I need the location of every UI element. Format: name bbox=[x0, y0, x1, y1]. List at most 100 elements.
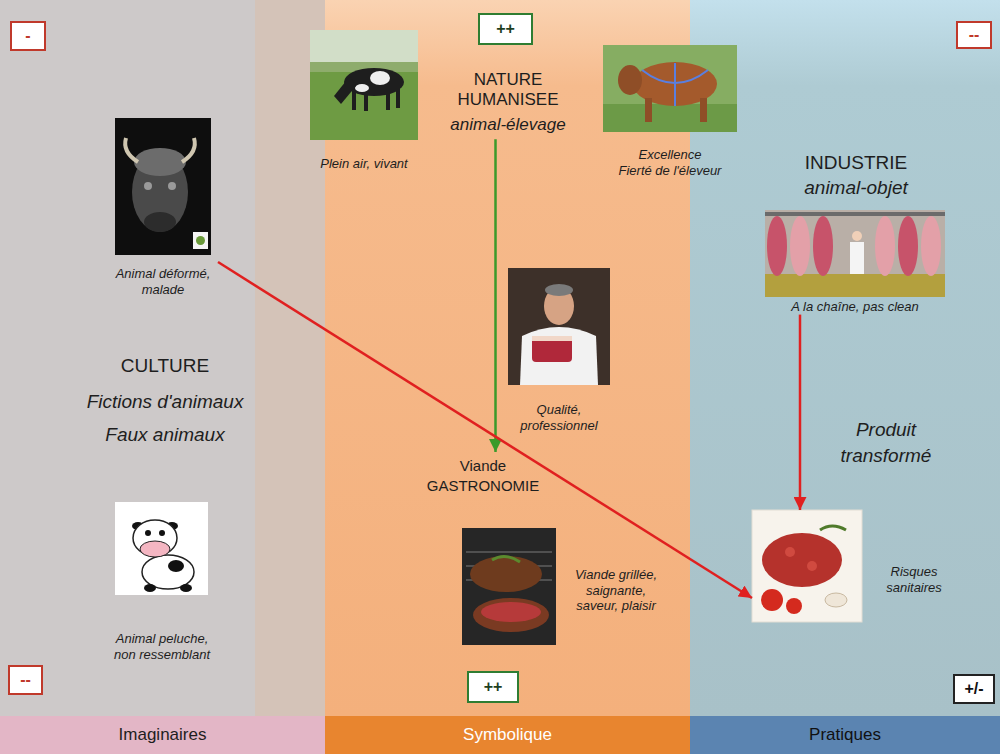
cow-leg bbox=[396, 88, 400, 108]
cow-patch bbox=[370, 71, 390, 85]
rating-sign: -- bbox=[969, 25, 980, 44]
arrow-connector bbox=[494, 139, 497, 452]
animal-eye bbox=[144, 182, 152, 190]
caption-text: A la chaîne, pas clean bbox=[765, 299, 945, 315]
photo-ground bbox=[115, 118, 211, 255]
carcass bbox=[767, 216, 787, 276]
caption-text: Risques sanitaires bbox=[876, 564, 952, 595]
photo-caption: Qualité, professionnel bbox=[508, 268, 610, 433]
rating-box: -- bbox=[956, 21, 992, 49]
caption-text: Plein air, vivant bbox=[299, 156, 429, 172]
rating-sign: +/- bbox=[964, 679, 983, 698]
worker bbox=[850, 242, 864, 274]
photo-ground bbox=[462, 528, 556, 645]
arrow-connector bbox=[799, 315, 802, 510]
caption-text: Excellence bbox=[600, 147, 740, 163]
carcass bbox=[898, 216, 918, 276]
bull-leg bbox=[645, 98, 652, 122]
heading-text: INDUSTRIE bbox=[766, 152, 946, 175]
rating-box: - bbox=[10, 21, 46, 51]
heading-text: NATURE HUMANISEE bbox=[433, 70, 583, 111]
photo-ground bbox=[115, 502, 208, 595]
plush-muzzle bbox=[140, 541, 170, 557]
steak bbox=[470, 556, 542, 592]
caption-text: Viande grillée, saignante, saveur, plais… bbox=[568, 567, 664, 614]
subheading-text: Fictions d'animaux bbox=[60, 391, 270, 414]
axis-band: Imaginaires bbox=[0, 716, 325, 754]
subheading-text: animal-objet bbox=[766, 177, 946, 200]
rating-sign: ++ bbox=[484, 677, 503, 696]
photo-caption: Animal peluche, non ressemblant bbox=[106, 502, 218, 662]
animal-muzzle bbox=[144, 212, 176, 232]
minced-texture bbox=[807, 561, 817, 571]
plush-spot bbox=[168, 560, 184, 572]
imaginaires-ground bbox=[0, 0, 325, 716]
bull-leg bbox=[700, 98, 707, 122]
worker-head bbox=[852, 231, 862, 241]
mushroom bbox=[825, 593, 847, 607]
photo-caption: Plein air, vivant bbox=[299, 30, 429, 172]
pole-heading: INDUSTRIEanimal-objet bbox=[766, 152, 946, 200]
caption-text: Fierté de l'éleveur bbox=[600, 163, 740, 179]
cow-leg bbox=[386, 91, 390, 110]
minced-texture bbox=[785, 547, 795, 557]
photo-ground bbox=[752, 510, 862, 622]
animal-horn bbox=[182, 138, 195, 162]
rating-box: -- bbox=[8, 665, 43, 695]
cow-patch bbox=[355, 84, 369, 92]
caption-text: Qualité, professionnel bbox=[512, 402, 607, 433]
arrow-connector bbox=[218, 262, 752, 598]
photo-rail bbox=[765, 212, 945, 216]
plush-foot bbox=[144, 584, 156, 592]
axis-band: Symbolique bbox=[325, 716, 690, 754]
photo-grass bbox=[603, 104, 737, 132]
subheading-text: animal-élevage bbox=[433, 115, 583, 135]
rating-sign: -- bbox=[20, 670, 31, 689]
rating-box: +/- bbox=[953, 674, 995, 704]
tomato bbox=[761, 589, 783, 611]
rating-sign: - bbox=[25, 26, 30, 45]
meat-fat bbox=[532, 336, 572, 341]
carcass bbox=[875, 216, 895, 276]
plush-eye bbox=[145, 530, 151, 536]
carcass bbox=[921, 216, 941, 276]
photo-ground bbox=[603, 45, 737, 132]
plush-body bbox=[142, 555, 194, 589]
pole-heading: NATURE HUMANISEE animal-élevage bbox=[433, 70, 583, 139]
photo-sky bbox=[310, 30, 418, 75]
caption-text: Animal peluche, non ressemblant bbox=[106, 631, 218, 662]
photo-caption: Viande grillée, saignante, saveur, plais… bbox=[462, 528, 664, 645]
subheading-text: Faux animaux bbox=[60, 424, 270, 447]
butcher-coat bbox=[520, 327, 598, 385]
photo-ground bbox=[765, 210, 945, 297]
photo-caption: ExcellenceFierté de l'éleveur bbox=[600, 45, 740, 178]
heading-text: Viande GASTRONOMIE bbox=[418, 456, 548, 497]
rating-box: ++ bbox=[467, 671, 519, 703]
butcher-hair bbox=[545, 284, 573, 296]
animal-eye bbox=[168, 182, 176, 190]
photo-logo bbox=[193, 232, 208, 249]
photo-ground bbox=[508, 268, 610, 385]
plush-eye bbox=[159, 530, 165, 536]
rating-sign: ++ bbox=[496, 19, 515, 38]
photo-logo-dot bbox=[196, 236, 205, 245]
axis-label: Pratiques bbox=[809, 725, 881, 745]
photo-caption: A la chaîne, pas clean bbox=[765, 210, 945, 315]
herb bbox=[492, 556, 520, 562]
steak-slice bbox=[473, 598, 549, 632]
photo-caption: Risques sanitaires bbox=[752, 510, 952, 622]
axis-band: Pratiques bbox=[690, 716, 1000, 754]
minced-meat bbox=[762, 533, 842, 587]
rating-box: ++ bbox=[478, 13, 533, 45]
animal-horn bbox=[125, 138, 138, 162]
bull-harness bbox=[674, 63, 676, 106]
steak-rare-inside bbox=[481, 602, 541, 622]
bull-head bbox=[618, 65, 642, 95]
heading-text: CULTURE bbox=[60, 355, 270, 378]
tomato bbox=[786, 598, 802, 614]
plush-head bbox=[133, 520, 177, 556]
axis-label: Symbolique bbox=[463, 725, 552, 745]
caption-text: Animal déformé, malade bbox=[108, 266, 218, 297]
axis-label: Imaginaires bbox=[119, 725, 207, 745]
